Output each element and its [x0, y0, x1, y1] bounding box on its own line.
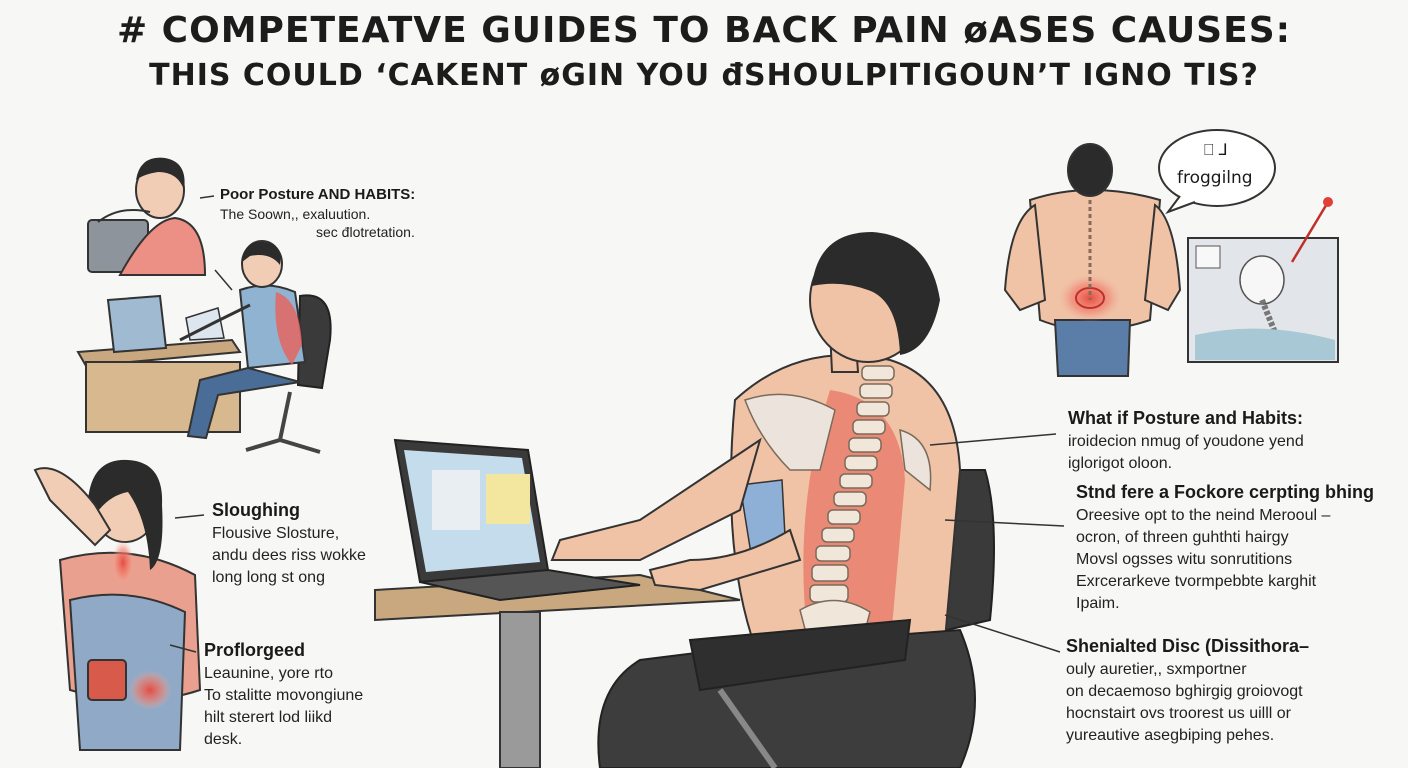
- stnd-fere-line-5: Ipaim.: [1076, 595, 1120, 612]
- stnd-fere-line-4: Exrcerarkeve tvormpebbte karghit: [1076, 573, 1317, 590]
- stnd-fere-heading: Stnd fere a Fockore cerpting bhing: [1076, 482, 1375, 502]
- proflorgeed-line-4: desk.: [204, 731, 243, 748]
- tired-person-figure: [87, 157, 207, 276]
- bubble-text: froggilng: [1177, 168, 1253, 188]
- sloughing-line-2: andu dees riss wokke: [212, 547, 366, 564]
- what-if-heading: What if Posture and Habits:: [1068, 408, 1304, 428]
- what-if-line-2: iglorigot oloon.: [1068, 455, 1173, 472]
- thought-bubble: [1158, 129, 1276, 215]
- sloughing-heading: Sloughing: [212, 500, 300, 520]
- bubble-icons: ⎕ ⅃: [1204, 140, 1228, 159]
- disc-line-1: ouly auretier,, sxmportner: [1066, 661, 1247, 678]
- annotation-disc: Shenialted Disc (Dissithora– ouly aureti…: [1066, 636, 1309, 747]
- desk-worker-figure: [76, 240, 332, 454]
- page-title: # COMPETEATVE GUIDES TO BACK PAIN øASES …: [116, 10, 1292, 51]
- proflorgeed-heading: Proflorgeed: [204, 640, 306, 660]
- stnd-fere-line-1: Oreesive opt to the neind Merooul –: [1076, 507, 1331, 524]
- sloughing-line-3: long long st ong: [212, 569, 325, 586]
- central-man-figure: [550, 232, 995, 768]
- annotation-poor-posture: Poor Posture AND HABITS: The Soown,, exa…: [220, 186, 415, 241]
- proflorgeed-line-1: Leaunine, yore rto: [204, 665, 333, 682]
- xray-panel: [1187, 197, 1339, 363]
- poor-posture-line-1: The Soown,, exaluution.: [220, 206, 371, 222]
- disc-line-3: hocnstairt ovs troorest us uilll or: [1066, 705, 1291, 722]
- stnd-fere-line-2: ocron, of threen guhthti hairgy: [1076, 529, 1289, 546]
- page-subtitle: THIS COULD ‘CAKENT øGIN YOU đSHOULPITIGO…: [149, 58, 1259, 93]
- stnd-fere-line-3: Movsl ogsses witu sonrutitions: [1076, 551, 1293, 568]
- disc-line-2: on decaemoso bghirgig groiovogt: [1066, 683, 1303, 700]
- proflorgeed-line-3: hilt sterert lod liikd: [204, 709, 333, 726]
- back-view-figure: [1003, 143, 1182, 377]
- leader-lines: [169, 195, 1065, 653]
- disc-line-4: yureautive asegbiping pehes.: [1066, 727, 1275, 744]
- annotation-what-if: What if Posture and Habits: iroidecion n…: [1068, 408, 1304, 475]
- annotation-sloughing: Sloughing Flousive Slosture, andu dees r…: [212, 500, 366, 589]
- poor-posture-line-2: sec đlotretation.: [316, 224, 415, 240]
- woman-neck-pain-figure: [33, 459, 202, 751]
- annotation-stnd-fere: Stnd fere a Fockore cerpting bhing Orees…: [1076, 482, 1374, 615]
- poor-posture-heading: Poor Posture AND HABITS:: [220, 186, 416, 203]
- what-if-line-1: iroidecion nmug of youdone yend: [1068, 433, 1304, 450]
- central-desk: [374, 438, 741, 768]
- sloughing-line-1: Flousive Slosture,: [212, 525, 340, 542]
- disc-heading: Shenialted Disc (Dissithora–: [1066, 636, 1310, 656]
- proflorgeed-line-2: To stalitte movongiune: [204, 687, 364, 704]
- annotation-proflorgeed: Proflorgeed Leaunine, yore rto To stalit…: [204, 640, 363, 751]
